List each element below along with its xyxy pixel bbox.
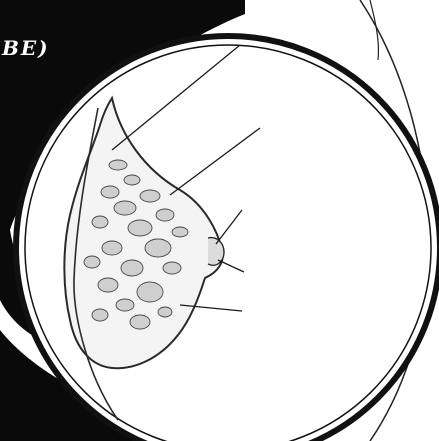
header-fragment-text: BE) [2, 36, 50, 60]
outer-arc-right-2 [370, 0, 378, 60]
